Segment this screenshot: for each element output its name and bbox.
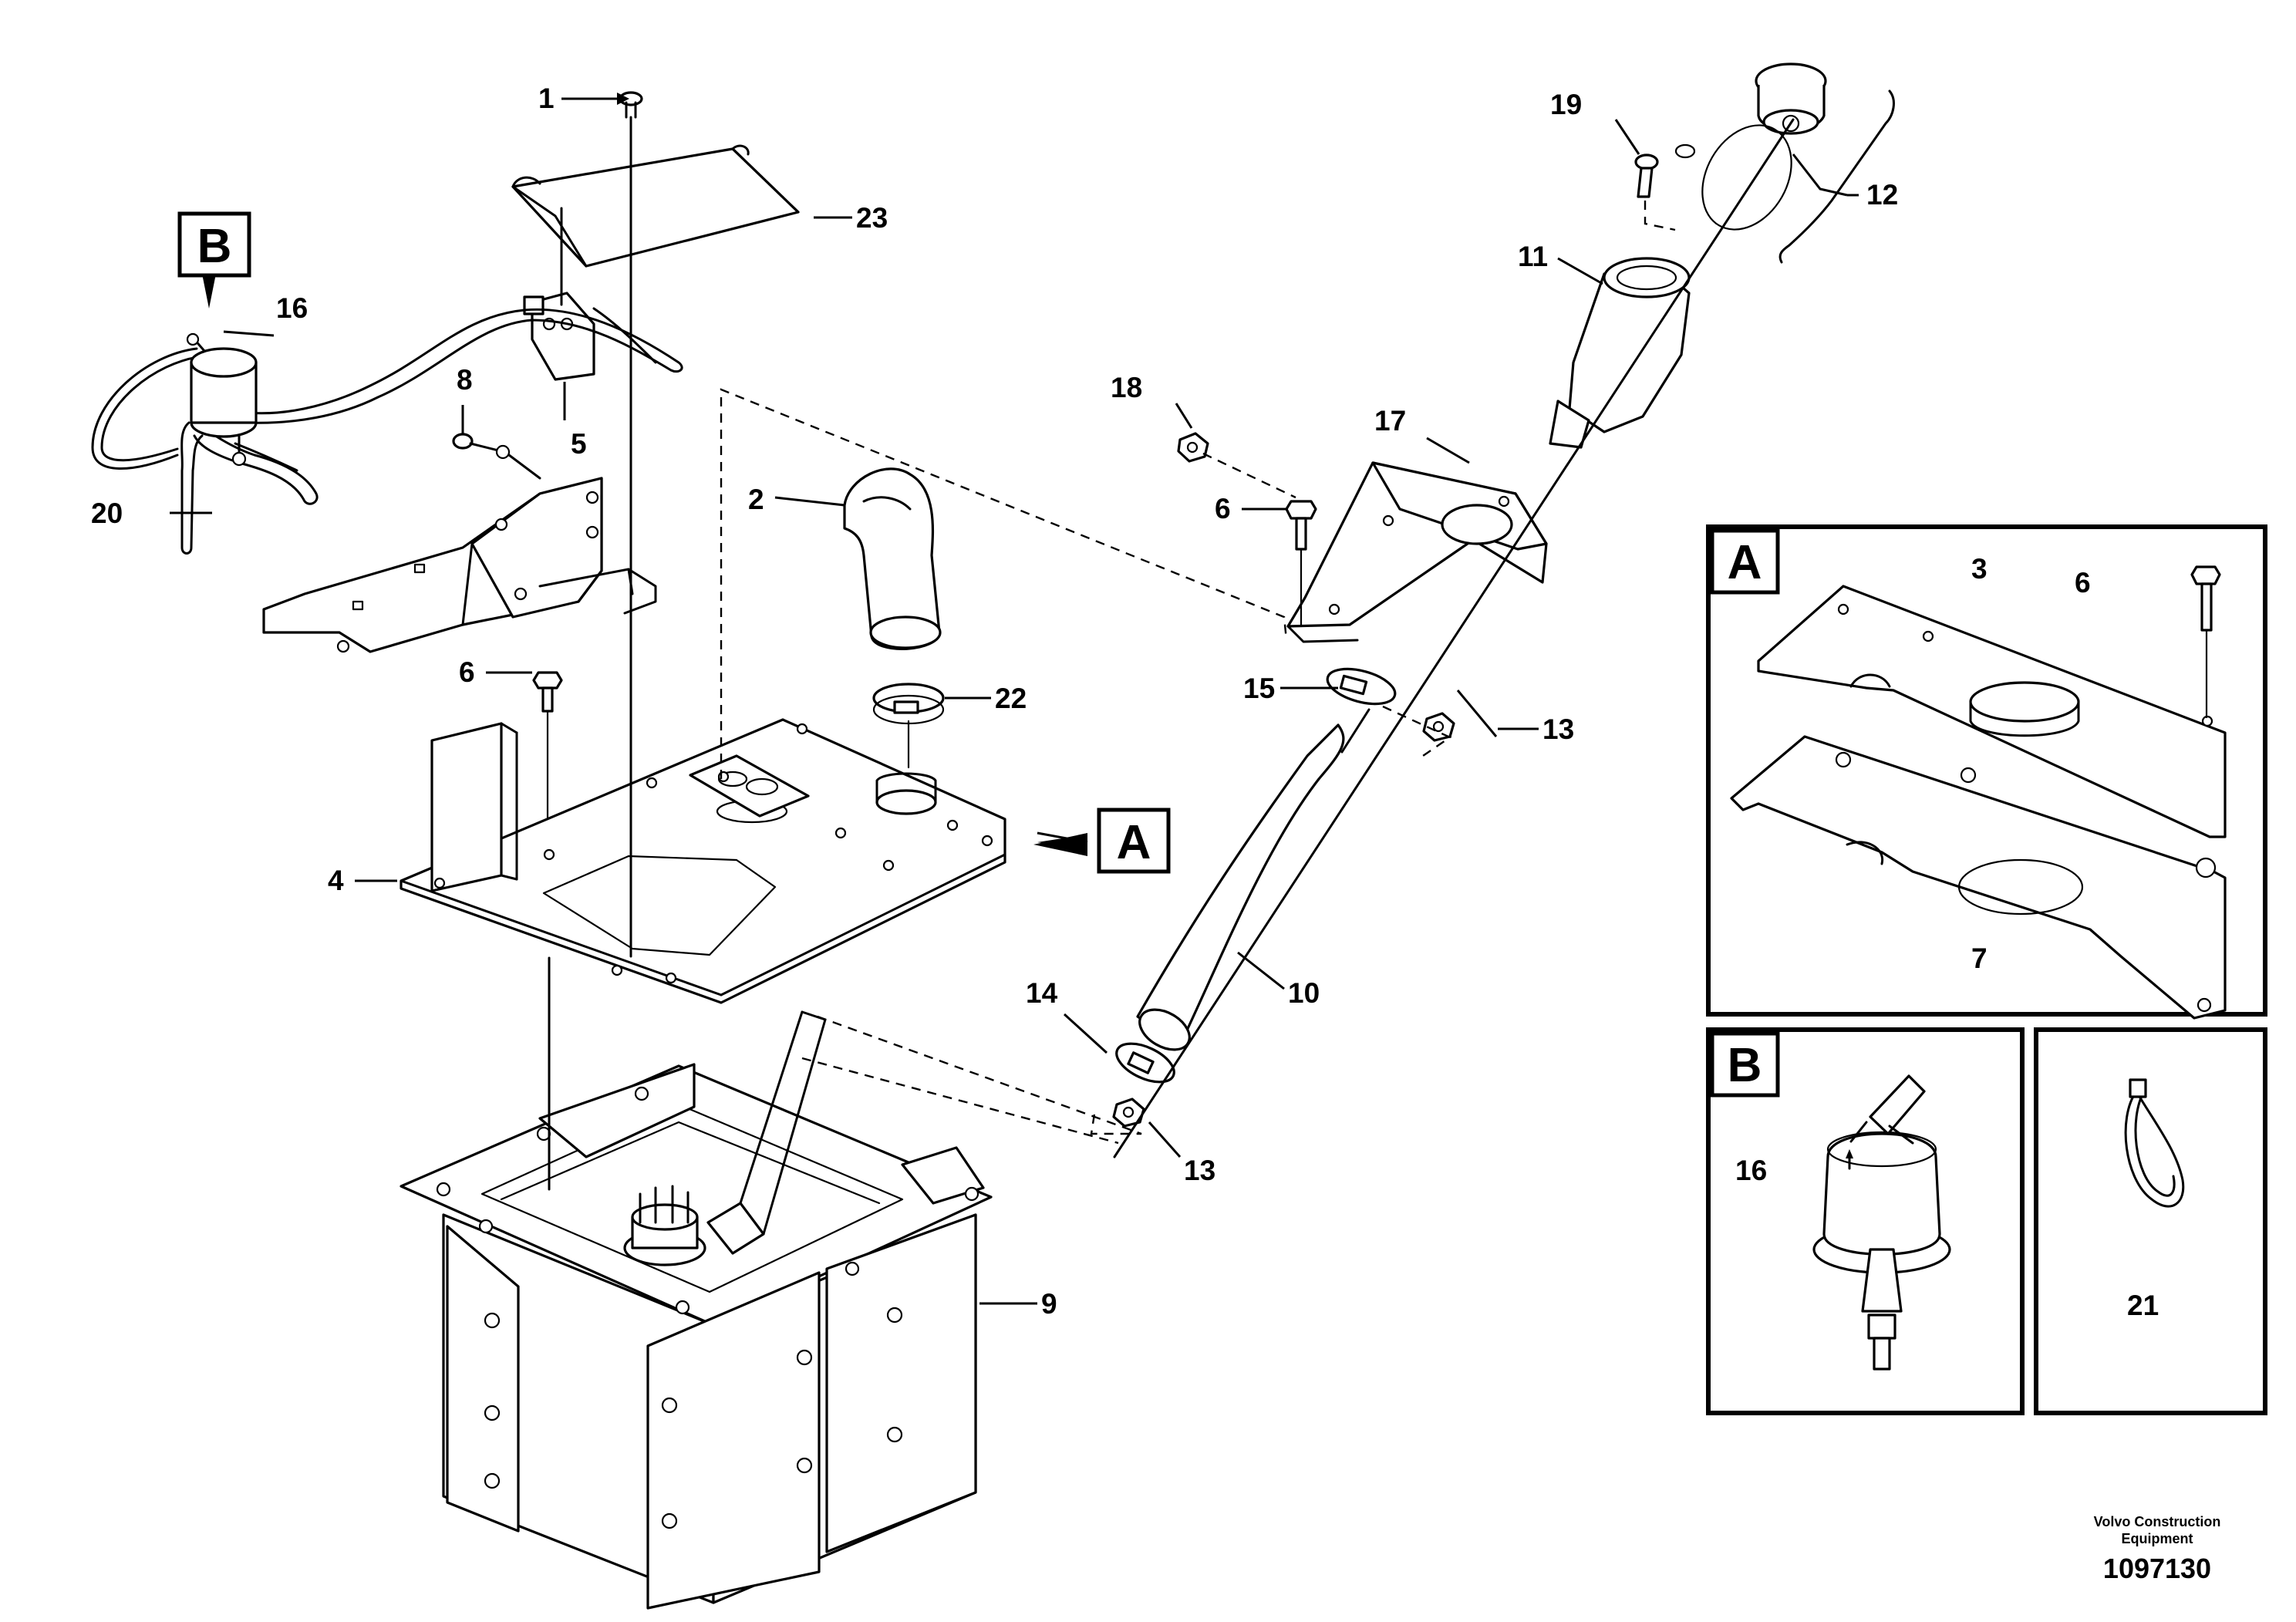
hose-clamp-14 — [1115, 1042, 1175, 1084]
filler-plate — [1286, 461, 1548, 643]
filler-neck — [1549, 257, 1691, 449]
callout-5: 5 — [571, 428, 587, 460]
hose-clamp-15 — [1326, 667, 1397, 706]
callout-15: 15 — [1243, 673, 1275, 704]
bolt-8 — [452, 433, 541, 480]
bolt-6-middle — [1285, 500, 1317, 628]
callout-13-upper: 13 — [1542, 713, 1574, 745]
callout-21: 21 — [2127, 1290, 2159, 1321]
inset-detail-a: A 3 6 7 — [1706, 524, 2267, 1020]
bracket-assembly — [262, 477, 657, 653]
callout-10: 10 — [1288, 977, 1320, 1009]
callout-14: 14 — [1026, 977, 1058, 1009]
screw-19 — [1634, 153, 1659, 198]
callout-labels: 1 23 16 8 5 20 2 6 22 4 9 10 14 13 15 13… — [91, 83, 1898, 1320]
callout-17: 17 — [1374, 405, 1406, 437]
callout-16-inset: 16 — [1735, 1155, 1767, 1186]
elbow-hose — [843, 467, 942, 650]
filler-hose — [1136, 708, 1371, 1051]
inset-detail-b: B 16 — [1706, 1027, 2025, 1415]
callout-23: 23 — [856, 202, 888, 234]
callout-3: 3 — [1971, 553, 1988, 585]
inset-detail-cable-tie: 21 — [2034, 1027, 2267, 1415]
axis-line-filler — [1113, 118, 1795, 1158]
brand-label: Volvo Construction Equipment — [2093, 1514, 2221, 1546]
hose-clamp-22 — [872, 683, 945, 815]
svg-text:B: B — [1728, 1039, 1762, 1092]
svg-text:B: B — [197, 220, 232, 273]
callout-18: 18 — [1111, 372, 1142, 403]
callout-2: 2 — [748, 484, 764, 515]
detail-marker-b-main: B — [177, 211, 251, 278]
drawing-number: 1097130 — [2102, 1553, 2212, 1584]
callout-6: 6 — [459, 656, 475, 688]
cover-plate — [511, 144, 800, 268]
bolt-6-left — [532, 671, 563, 819]
nut-13-lower — [1112, 1098, 1145, 1128]
callout-6-inset: 6 — [2075, 567, 2091, 599]
callout-7: 7 — [1971, 943, 1988, 974]
callout-16: 16 — [276, 292, 308, 324]
svg-text:A: A — [1117, 816, 1151, 869]
hose-clip — [523, 292, 595, 381]
fuel-tank — [400, 1010, 993, 1610]
detail-marker-a-main: A — [1097, 808, 1171, 874]
filler-cap — [1674, 62, 1895, 264]
callout-13-lower: 13 — [1184, 1155, 1215, 1186]
callout-22: 22 — [995, 683, 1027, 714]
callout-19: 19 — [1550, 89, 1582, 120]
callout-1: 1 — [538, 83, 555, 114]
callout-4: 4 — [328, 865, 344, 896]
dashed-assembly-lines — [720, 201, 1676, 1145]
nut-18 — [1177, 432, 1209, 463]
callout-6-middle: 6 — [1215, 493, 1231, 524]
hose-lines — [91, 307, 683, 555]
callout-8: 8 — [457, 364, 473, 396]
callout-9: 9 — [1041, 1288, 1057, 1320]
callout-12: 12 — [1866, 179, 1898, 211]
callout-11: 11 — [1518, 241, 1548, 272]
floor-plate — [400, 718, 1006, 1004]
callout-20: 20 — [91, 497, 123, 529]
svg-text:A: A — [1728, 536, 1762, 589]
fuel-filter — [186, 332, 258, 467]
